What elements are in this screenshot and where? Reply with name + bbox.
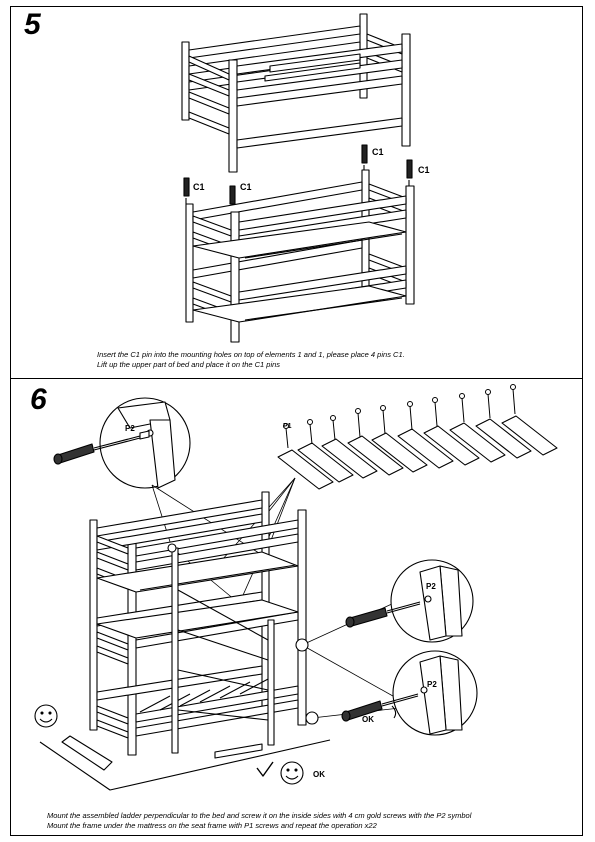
step-5-caption-line-2: Lift up the upper part of bed and place … xyxy=(97,360,281,369)
smiley-left xyxy=(34,704,58,728)
page-frame xyxy=(10,6,583,836)
checkmark-icon xyxy=(256,761,274,777)
step-5-caption-line-1: Insert the C1 pin into the mounting hole… xyxy=(97,350,405,359)
c1-label-1: C1 xyxy=(193,182,205,192)
c1-label-4: C1 xyxy=(418,165,430,175)
step-6-caption-line-1: Mount the assembled ladder perpendicular… xyxy=(47,811,472,820)
bunk-bed-assembled xyxy=(39,491,331,791)
ok-label-bottom: OK xyxy=(313,770,325,779)
screwdriver-right-bottom xyxy=(341,693,419,722)
c1-label-2: C1 xyxy=(240,182,252,192)
detail-circle-top xyxy=(99,397,191,489)
lower-bed-frame xyxy=(185,169,415,343)
p2-label-right-bottom: P2 xyxy=(427,680,437,689)
c1-label-3: C1 xyxy=(372,147,384,157)
screwdriver-right-top xyxy=(345,601,421,628)
step-divider xyxy=(10,378,583,379)
step-6-caption-line-2: Mount the frame under the mattress on th… xyxy=(47,821,377,830)
detail-circle-right-top xyxy=(390,559,474,643)
screwdriver-top xyxy=(53,430,150,465)
p2-label-right-top: P2 xyxy=(426,582,436,591)
p2-label-top: P2 xyxy=(125,424,135,433)
p1-label: P1 xyxy=(283,423,292,430)
step-5-number: 5 xyxy=(24,8,41,41)
ok-label-right: OK xyxy=(362,715,374,724)
step-6-number: 6 xyxy=(30,383,47,416)
slats-and-screws xyxy=(277,384,558,490)
smiley-bottom xyxy=(280,761,304,785)
detail-circle-right-bottom xyxy=(392,650,478,736)
upper-bed-frame xyxy=(181,13,411,173)
